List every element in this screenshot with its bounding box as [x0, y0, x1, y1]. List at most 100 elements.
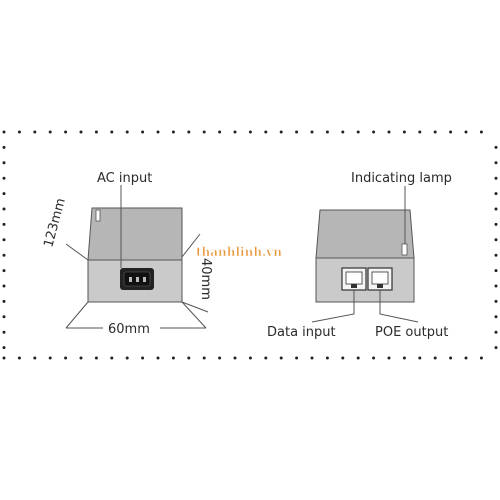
frame-dot: [156, 130, 160, 134]
frame-dot: [248, 130, 252, 134]
frame-dot: [64, 356, 68, 360]
frame-dot: [372, 130, 376, 134]
frame-dot: [341, 356, 345, 360]
frame-dot: [2, 346, 6, 350]
frame-dot: [479, 356, 483, 360]
left-dimension-lines: [65, 233, 209, 329]
frame-dot: [325, 356, 329, 360]
frame-dot: [64, 130, 68, 134]
frame-dot: [171, 356, 175, 360]
frame-dot: [218, 130, 222, 134]
frame-dot: [2, 253, 6, 257]
ac-socket: [120, 268, 154, 290]
frame-dot: [279, 356, 283, 360]
frame-dot: [48, 130, 52, 134]
right-device-front: [315, 257, 415, 303]
frame-dot: [325, 130, 329, 134]
indicating-lamp: [401, 243, 408, 256]
left-device-slot: [95, 209, 101, 222]
frame-dot: [187, 130, 191, 134]
frame-dot: [233, 356, 237, 360]
frame-dot: [17, 130, 21, 134]
frame-dot: [402, 130, 406, 134]
frame-dot: [464, 356, 468, 360]
frame-dot: [202, 356, 206, 360]
frame-dot: [2, 238, 6, 242]
frame-dot: [387, 130, 391, 134]
frame-dot: [464, 130, 468, 134]
frame-dot: [110, 356, 114, 360]
frame-dot: [494, 315, 498, 319]
data-input-pointer: [311, 290, 355, 323]
frame-dot: [218, 356, 222, 360]
frame-dot: [449, 130, 453, 134]
dim-height-label: 123mm: [41, 197, 68, 249]
frame-dot: [494, 192, 498, 196]
frame-dot: [387, 356, 391, 360]
frame-dot: [187, 356, 191, 360]
frame-dot: [494, 269, 498, 273]
frame-dot: [156, 356, 160, 360]
watermark: thanhlinh.vn: [196, 245, 282, 259]
frame-dot: [494, 238, 498, 242]
ac-input-label: AC input: [97, 171, 152, 186]
frame-dot: [79, 130, 83, 134]
frame-dot: [418, 356, 422, 360]
poe-output-label: POE output: [375, 325, 448, 340]
frame-dot: [494, 346, 498, 350]
frame-dot: [171, 130, 175, 134]
left-device-top: [87, 207, 183, 261]
frame-dot: [233, 130, 237, 134]
poe-output-port: [367, 267, 393, 291]
indicating-lamp-label: Indicating lamp: [351, 171, 452, 186]
dotted-frame: [2, 130, 498, 360]
frame-dot: [33, 356, 37, 360]
frame-dot: [125, 130, 129, 134]
frame-dot: [494, 161, 498, 165]
frame-dot: [402, 356, 406, 360]
frame-dot: [248, 356, 252, 360]
frame-dot: [2, 269, 6, 273]
frame-dot: [202, 130, 206, 134]
frame-dot: [264, 356, 268, 360]
frame-dot: [356, 356, 360, 360]
frame-dot: [494, 330, 498, 334]
frame-dot: [264, 130, 268, 134]
frame-dot: [141, 130, 145, 134]
frame-dot: [310, 130, 314, 134]
right-device: [311, 186, 419, 323]
frame-dot: [356, 130, 360, 134]
frame-dot: [449, 356, 453, 360]
frame-dot: [2, 222, 6, 226]
frame-dot: [494, 145, 498, 149]
data-input-port: [341, 267, 367, 291]
frame-dot: [494, 284, 498, 288]
frame-dot: [433, 356, 437, 360]
frame-dot: [33, 130, 37, 134]
frame-dot: [48, 356, 52, 360]
frame-dot: [94, 130, 98, 134]
right-device-top: [315, 209, 415, 259]
data-input-label: Data input: [267, 325, 336, 340]
frame-dot: [2, 330, 6, 334]
frame-dot: [2, 315, 6, 319]
frame-dot: [79, 356, 83, 360]
frame-dot: [2, 161, 6, 165]
frame-dot: [2, 192, 6, 196]
frame-dot: [94, 356, 98, 360]
frame-dot: [372, 356, 376, 360]
dim-depth-label: 40mm: [198, 258, 213, 300]
frame-dot: [479, 130, 483, 134]
frame-dot: [494, 176, 498, 180]
frame-dot: [341, 130, 345, 134]
frame-dot: [494, 222, 498, 226]
frame-dot: [110, 130, 114, 134]
frame-dot: [295, 356, 299, 360]
frame-dot: [2, 145, 6, 149]
frame-dot: [494, 299, 498, 303]
frame-dot: [141, 356, 145, 360]
frame-dot: [2, 356, 6, 360]
left-device: [87, 185, 183, 303]
